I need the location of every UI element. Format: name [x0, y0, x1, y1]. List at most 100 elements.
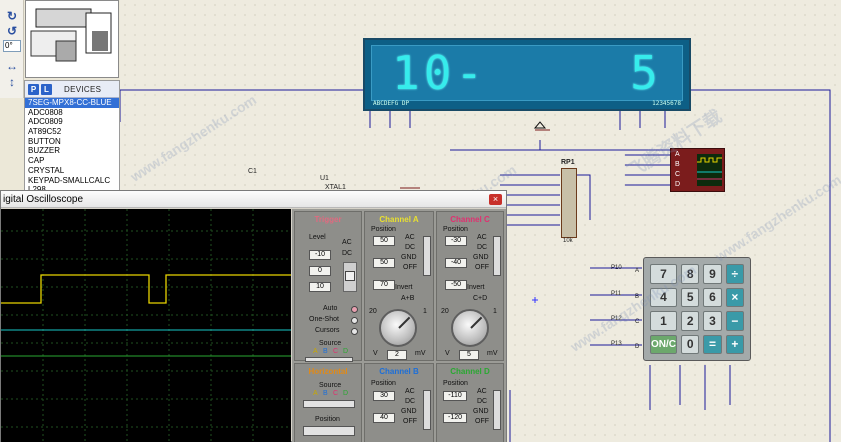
- keypad-key-8[interactable]: 8: [681, 264, 700, 284]
- channel-c-dc[interactable]: DC: [477, 244, 488, 251]
- horizontal-title: Horizontal: [308, 367, 348, 376]
- channel-c-gnd[interactable]: GND: [473, 254, 489, 261]
- keypad-key-on-clear[interactable]: ON/C: [650, 334, 677, 354]
- device-item[interactable]: CRYSTAL: [28, 165, 65, 175]
- channel-c-invert[interactable]: Invert: [467, 284, 485, 291]
- trigger-ac-option[interactable]: AC: [342, 239, 352, 246]
- trigger-cursors-button[interactable]: Cursors: [315, 327, 340, 334]
- source-opt-c[interactable]: C: [333, 348, 339, 355]
- scope-pin-a: A: [675, 151, 680, 158]
- pick-devices-button[interactable]: P: [28, 83, 39, 95]
- channel-b-coupling-slider[interactable]: [423, 390, 431, 430]
- horizontal-src-c[interactable]: C: [333, 390, 339, 397]
- keypad-key-minus[interactable]: −: [725, 311, 744, 331]
- keypad-key-6[interactable]: 6: [703, 287, 722, 307]
- device-item[interactable]: KEYPAD-SMALLCALC: [28, 175, 111, 185]
- device-item[interactable]: ADC0809: [28, 117, 63, 127]
- channel-a-ac[interactable]: AC: [405, 234, 415, 241]
- channel-a-title: Channel A: [379, 215, 419, 224]
- device-item[interactable]: 7SEG-MPX8-CC-BLUE: [25, 98, 119, 108]
- keypad-key-divide[interactable]: ÷: [725, 264, 744, 284]
- source-opt-b[interactable]: B: [323, 348, 328, 355]
- keypad-key-plus[interactable]: +: [725, 334, 744, 354]
- cursors-indicator[interactable]: [351, 328, 358, 335]
- channel-d-coupling-slider[interactable]: [493, 390, 501, 430]
- channel-a-coupling-slider[interactable]: [423, 236, 431, 276]
- oneshot-indicator[interactable]: [351, 317, 358, 324]
- channel-d-dc[interactable]: DC: [477, 398, 488, 405]
- trigger-auto-button[interactable]: Auto: [323, 305, 338, 312]
- channel-a-off[interactable]: OFF: [403, 264, 417, 271]
- rp1-value: 10k: [563, 238, 573, 244]
- oscilloscope-titlebar[interactable]: igital Oscilloscope ×: [1, 191, 506, 208]
- keypad-key-multiply[interactable]: ×: [725, 287, 744, 307]
- horizontal-source-slider[interactable]: [303, 400, 355, 408]
- rotation-field[interactable]: 0°: [3, 40, 21, 52]
- channel-b-pos-top: 30: [373, 391, 395, 401]
- keypad-key-5[interactable]: 5: [681, 287, 700, 307]
- channel-a-invert[interactable]: Invert: [395, 284, 413, 291]
- device-item[interactable]: L298: [25, 185, 119, 195]
- channel-b-dc[interactable]: DC: [405, 398, 416, 405]
- resistor-pack[interactable]: [561, 168, 577, 238]
- keypad-key-9[interactable]: 9: [703, 264, 722, 284]
- display-right-digits: 5: [630, 46, 662, 100]
- mirror-horizontal-icon[interactable]: ↔: [6, 59, 18, 73]
- keypad-key-equals[interactable]: =: [703, 334, 722, 354]
- device-item[interactable]: CAP: [28, 156, 45, 166]
- device-item[interactable]: BUTTON: [28, 136, 61, 146]
- channel-b-ac[interactable]: AC: [405, 388, 415, 395]
- keypad-key-7[interactable]: 7: [650, 264, 677, 284]
- device-item[interactable]: ADC0808: [28, 107, 63, 117]
- channel-d-off[interactable]: OFF: [475, 418, 489, 425]
- auto-indicator[interactable]: [351, 306, 358, 313]
- channel-b-gnd[interactable]: GND: [401, 408, 417, 415]
- channel-a-aplusb[interactable]: A+B: [401, 295, 415, 302]
- channel-c-coupling-slider[interactable]: [493, 236, 501, 276]
- rotate-ccw-icon[interactable]: ↺: [6, 24, 18, 38]
- channel-c-pos-bottom: -50: [445, 280, 467, 290]
- channel-a-gnd[interactable]: GND: [401, 254, 417, 261]
- horizontal-position-slider[interactable]: [303, 426, 355, 436]
- keypad-key-4[interactable]: 4: [650, 287, 677, 307]
- trigger-oneshot-button[interactable]: One-Shot: [309, 316, 339, 323]
- trigger-title: Trigger: [314, 215, 342, 224]
- keypad-key-1[interactable]: 1: [650, 311, 677, 331]
- oscilloscope-screen[interactable]: [1, 209, 291, 442]
- channel-d-gnd[interactable]: GND: [473, 408, 489, 415]
- channel-b-pos-mid: 40: [373, 413, 395, 423]
- channel-a-pos-mid: 50: [373, 258, 395, 268]
- rotate-cw-icon[interactable]: ↻: [6, 9, 18, 23]
- channel-b-off[interactable]: OFF: [403, 418, 417, 425]
- horizontal-src-a[interactable]: A: [313, 390, 318, 397]
- keypad-key-0[interactable]: 0: [681, 334, 700, 354]
- channel-a-scale-knob[interactable]: [379, 309, 417, 347]
- channel-c-cplusd[interactable]: C+D: [473, 295, 488, 302]
- channel-c-ac[interactable]: AC: [477, 234, 487, 241]
- trigger-dc-option[interactable]: DC: [342, 250, 353, 257]
- channel-c-scale-right: 1: [493, 308, 497, 315]
- channel-a-position-label: Position: [371, 226, 396, 233]
- channel-c-scale-knob[interactable]: [451, 309, 489, 347]
- horizontal-src-d[interactable]: D: [343, 390, 349, 397]
- channel-a-dc[interactable]: DC: [405, 244, 416, 251]
- library-manager-button[interactable]: L: [41, 83, 52, 95]
- mirror-vertical-icon[interactable]: ↕: [9, 75, 15, 89]
- device-item[interactable]: BUZZER: [28, 146, 60, 156]
- horizontal-src-b[interactable]: B: [323, 390, 328, 397]
- channel-c-off[interactable]: OFF: [475, 264, 489, 271]
- close-icon[interactable]: ×: [489, 194, 502, 205]
- source-opt-a[interactable]: A: [313, 348, 318, 355]
- overview-window[interactable]: [25, 0, 119, 78]
- device-item[interactable]: AT89C52: [28, 127, 62, 137]
- keypad-key-3[interactable]: 3: [703, 311, 722, 331]
- horizontal-source-label: Source: [319, 382, 342, 389]
- trigger-source-slider[interactable]: [305, 357, 353, 362]
- seven-segment-display[interactable]: 10- 5 ABCDEFG DP 12345678: [363, 38, 691, 111]
- keypad-key-2[interactable]: 2: [681, 311, 700, 331]
- source-opt-d[interactable]: D: [343, 348, 349, 355]
- trigger-edge-switch[interactable]: [343, 262, 357, 292]
- channel-d-ac[interactable]: AC: [477, 388, 487, 395]
- oscilloscope-title: igital Oscilloscope: [3, 194, 84, 205]
- oscilloscope-instrument[interactable]: A B C D: [670, 148, 725, 192]
